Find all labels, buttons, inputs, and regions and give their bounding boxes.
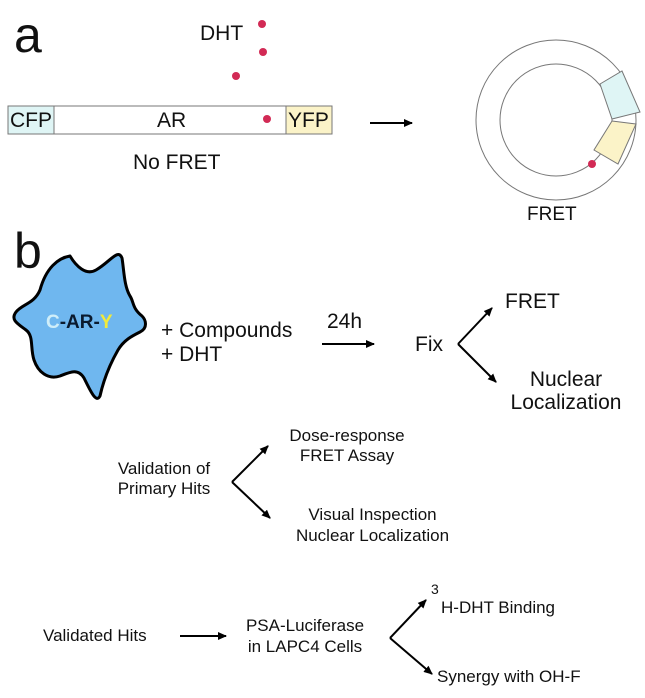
cfp-label: CFP <box>10 109 52 132</box>
yfp-label: YFP <box>288 109 329 132</box>
compounds-label: + Compounds <box>161 319 293 342</box>
cfp-segment <box>7 105 55 135</box>
ar-letters: -AR- <box>59 312 100 333</box>
dht-treatment-label: + DHT <box>161 343 223 366</box>
validation-label-line1: Validation of <box>117 459 211 478</box>
ring-inner <box>499 63 613 177</box>
validated-hits-label: Validated Hits <box>43 626 147 645</box>
dose-response-label-line1: Dose-response <box>289 426 405 445</box>
panel-a-label: a <box>14 7 42 63</box>
ring-cfp-segment <box>599 70 641 120</box>
fix-to-nuclear-arrow <box>457 343 497 383</box>
validation-label-line2: Primary Hits <box>117 479 211 498</box>
visual-inspection-label-line1: Visual Inspection <box>308 505 437 524</box>
panel-b-label: b <box>14 223 42 279</box>
fret-label: FRET <box>527 204 577 225</box>
cell-construct-label: C-AR-Y <box>46 313 113 332</box>
ar-segment <box>53 105 287 135</box>
ar-sensor-ring <box>475 39 641 201</box>
ring-yfp-segment <box>593 120 637 165</box>
dht-dot-bound <box>588 160 596 168</box>
dht-dot <box>258 20 266 28</box>
cell-shape <box>12 253 147 400</box>
dht-dot <box>232 72 240 80</box>
yfp-segment <box>285 105 333 135</box>
psa-luciferase-label-line1: PSA-Luciferase <box>245 616 365 635</box>
no-fret-label: No FRET <box>133 151 221 174</box>
ar-label: AR <box>157 109 187 132</box>
ar-sensor-linear <box>7 105 333 135</box>
nuclear-readout-label-line1: Nuclear <box>529 368 603 391</box>
binding-superscript: 3 <box>431 581 439 597</box>
fix-to-fret-arrow <box>457 307 493 345</box>
dht-dot <box>263 115 271 123</box>
visual-inspection-label-line2: Nuclear Localization <box>295 526 450 545</box>
fix-label: Fix <box>415 333 443 356</box>
dht-dot <box>259 48 267 56</box>
psa-to-binding-arrow <box>389 599 427 639</box>
psa-to-synergy-arrow <box>389 637 433 675</box>
yfp-y-letter: Y <box>99 312 113 333</box>
cfp-c-letter: C <box>46 312 60 333</box>
nuclear-readout-label-line2: Localization <box>510 391 622 414</box>
dht-molecules <box>232 20 271 123</box>
synergy-label: Synergy with OH-F <box>437 667 581 686</box>
fret-readout-label: FRET <box>505 290 560 313</box>
dht-label: DHT <box>200 22 244 45</box>
psa-luciferase-label-line2: in LAPC4 Cells <box>247 637 363 656</box>
dht-binding-label: H-DHT Binding <box>441 598 556 617</box>
incubation-time-label: 24h <box>327 310 363 333</box>
validation-to-visual-arrow <box>231 481 271 519</box>
dose-response-label-line2: FRET Assay <box>299 446 395 465</box>
validation-to-dose-arrow <box>231 445 269 483</box>
